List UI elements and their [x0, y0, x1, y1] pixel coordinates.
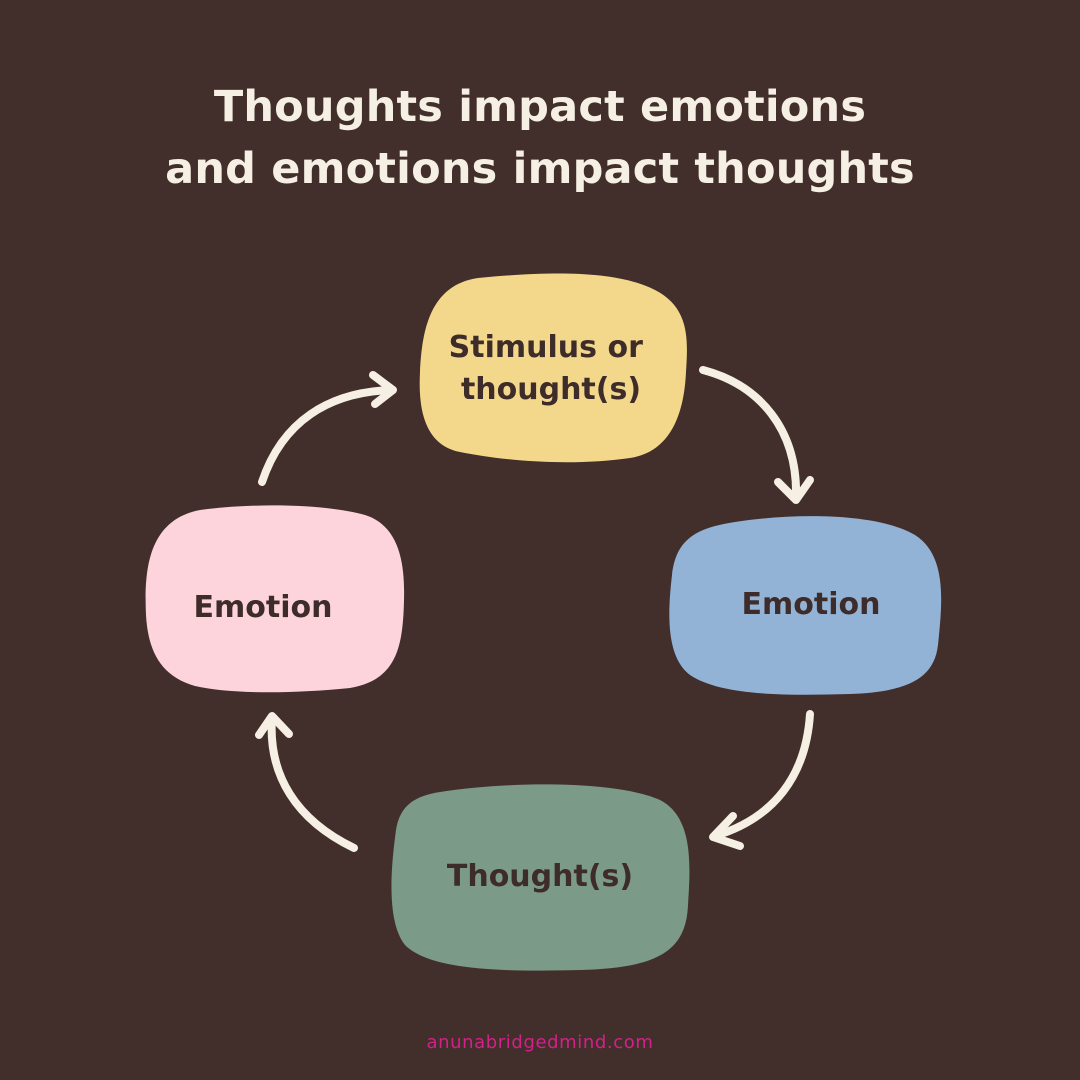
node-emotion-right-label: Emotion	[742, 587, 881, 622]
node-emotion-right-shape	[669, 516, 942, 695]
arrow-right-to-bottom-head	[709, 812, 744, 850]
node-thoughts-bottom-label: Thought(s)	[447, 859, 633, 894]
node-stimulus-label-line-2: thought(s)	[461, 372, 641, 407]
arrow-top-to-right	[699, 366, 814, 504]
node-stimulus-shape	[419, 273, 687, 463]
title-line-1: Thoughts impact emotions	[213, 82, 867, 132]
arrow-bottom-to-left-curve	[267, 714, 358, 852]
arrow-left-to-top-head	[369, 371, 397, 408]
arrow-left-to-top	[258, 371, 397, 486]
title-line-2: and emotions impact thoughts	[165, 144, 915, 194]
website-footer: anunabridgedmind.com	[426, 1032, 654, 1053]
arrow-left-to-top-curve	[258, 386, 396, 486]
node-thoughts-bottom-shape	[391, 784, 690, 971]
node-stimulus-label: Stimulus or thought(s)	[449, 330, 654, 407]
diagram-title: Thoughts impact emotions and emotions im…	[0, 76, 1080, 200]
node-emotion-left-shape	[145, 505, 405, 693]
arrow-top-to-right-curve	[699, 366, 801, 502]
arrow-bottom-to-left	[255, 712, 358, 852]
node-emotion-right: Emotion	[669, 516, 942, 695]
arrow-top-to-right-head	[774, 476, 814, 504]
node-thoughts-bottom: Thought(s)	[391, 784, 690, 971]
node-emotion-left: Emotion	[145, 505, 405, 693]
arrow-bottom-to-left-head	[255, 712, 293, 739]
node-emotion-left-label: Emotion	[194, 590, 333, 625]
node-stimulus-label-line-1: Stimulus or	[449, 330, 643, 365]
arrow-right-to-bottom	[709, 710, 814, 850]
node-stimulus: Stimulus or thought(s)	[419, 273, 687, 463]
arrow-right-to-bottom-curve	[711, 710, 814, 840]
